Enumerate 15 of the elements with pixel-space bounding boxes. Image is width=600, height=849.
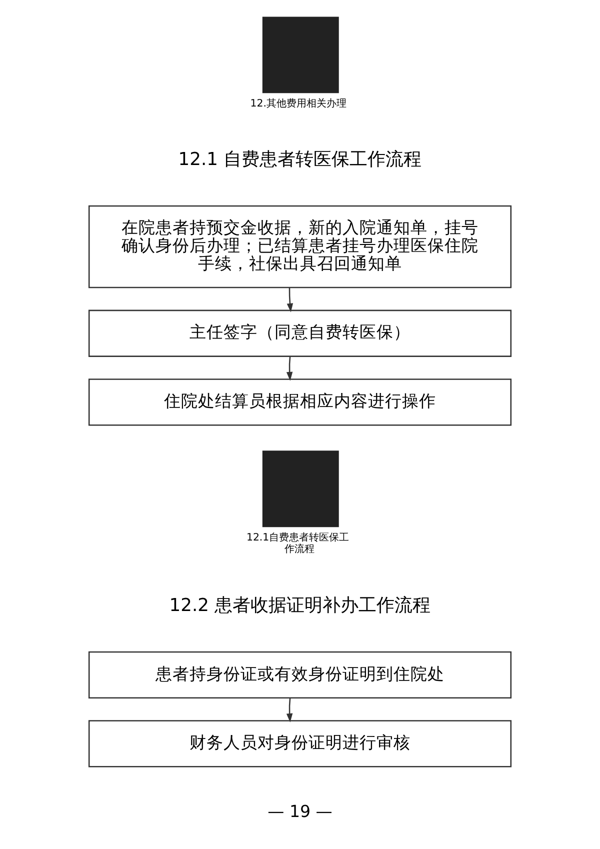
arrow [286, 698, 293, 722]
node-box: 主任签字（同意自费转医保） [88, 310, 512, 357]
node-box: 在院患者持预交金收据，新的入院通知单，挂号确认身份后办理；已结算患者挂号办理医保住院手续，社保出具召回通知单 [88, 205, 512, 288]
node-box [262, 450, 339, 528]
arrow [286, 356, 293, 381]
node-label: 12.1自费患者转医保工作流程 [246, 532, 350, 555]
node-box [262, 16, 339, 94]
label: — 19 — [268, 802, 332, 821]
arrow [286, 288, 294, 312]
label: 12.1 自费患者转医保工作流程 [178, 148, 422, 170]
node-box: 财务人员对身份证明进行审核 [88, 720, 512, 768]
label: 12.2 患者收据证明补办工作流程 [169, 594, 431, 616]
node-label: 12.其他费用相关办理 [250, 98, 347, 110]
node-box: 住院处结算员根据相应内容进行操作 [88, 378, 512, 426]
node-box: 患者持身份证或有效身份证明到住院处 [88, 651, 512, 698]
